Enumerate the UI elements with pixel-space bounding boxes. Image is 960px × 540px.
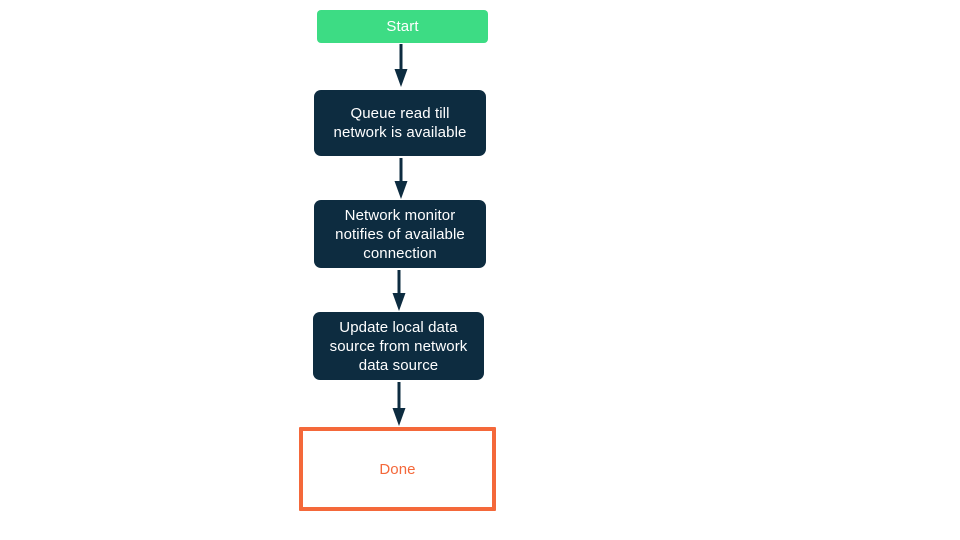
node-start[interactable]: Start <box>317 10 488 43</box>
node-done[interactable]: Done <box>299 427 496 511</box>
node-network-monitor-label: Network monitor notifies of available co… <box>335 206 465 262</box>
arrow-network-monitor-to-update-local <box>391 270 407 312</box>
node-queue-read-label: Queue read till network is available <box>333 105 467 141</box>
arrow-start-to-queue-read <box>393 44 409 88</box>
node-update-local-data-source[interactable]: Update local data source from network da… <box>313 312 484 380</box>
node-start-label: Start <box>386 18 419 35</box>
arrow-queue-read-to-network-monitor <box>393 158 409 200</box>
node-update-local-data-source-label: Update local data source from network da… <box>329 318 468 374</box>
arrow-update-local-to-done <box>391 382 407 427</box>
node-done-label: Done <box>379 460 416 478</box>
node-queue-read[interactable]: Queue read till network is available <box>314 90 486 156</box>
node-network-monitor[interactable]: Network monitor notifies of available co… <box>314 200 486 268</box>
